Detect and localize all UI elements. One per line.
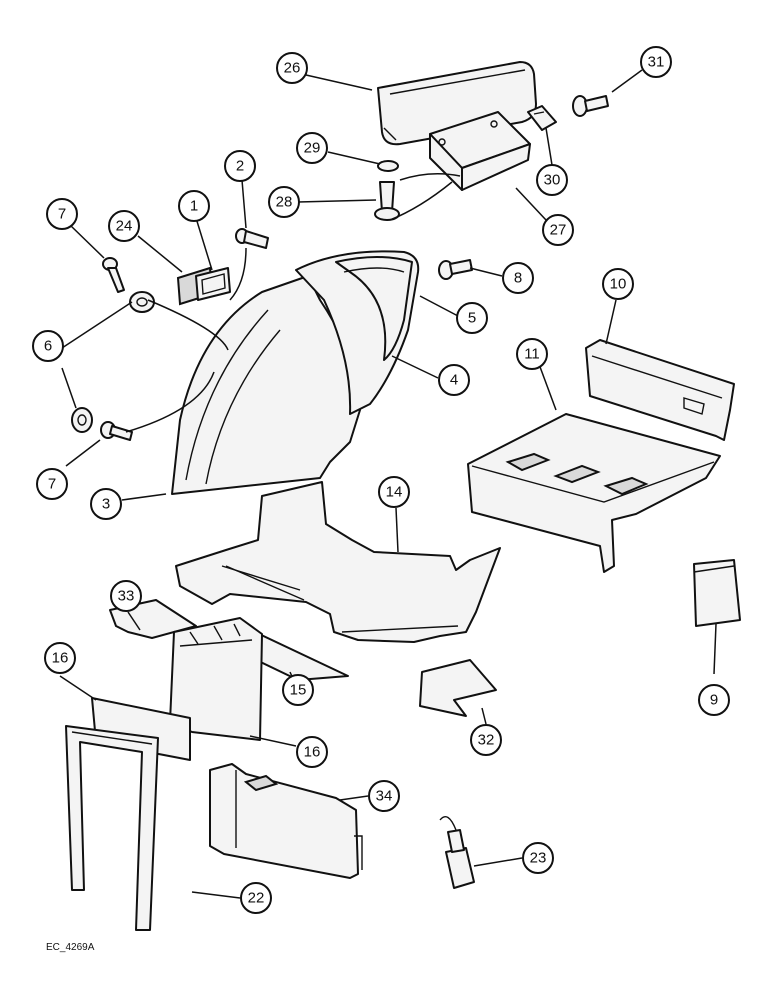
callout-23: 23 bbox=[522, 842, 554, 874]
svg-text:33: 33 bbox=[118, 588, 135, 605]
callout-5: 5 bbox=[456, 302, 488, 334]
svg-text:11: 11 bbox=[524, 346, 540, 363]
callout-7-top: 7 bbox=[46, 198, 78, 230]
svg-text:29: 29 bbox=[304, 140, 321, 157]
svg-text:28: 28 bbox=[276, 194, 293, 211]
part-10-rear-panel bbox=[585, 339, 735, 441]
svg-text:24: 24 bbox=[116, 218, 133, 235]
part-7-screw-bottom bbox=[100, 421, 133, 441]
callout-32: 32 bbox=[470, 724, 502, 756]
callout-29: 29 bbox=[296, 132, 328, 164]
callout-4: 4 bbox=[438, 364, 470, 396]
svg-text:9: 9 bbox=[710, 692, 718, 709]
svg-text:8: 8 bbox=[514, 270, 522, 287]
part-29-washer bbox=[377, 160, 399, 172]
part-30-clip bbox=[527, 105, 557, 131]
svg-text:14: 14 bbox=[386, 484, 403, 501]
part-23-sealant-tube bbox=[439, 816, 475, 889]
reference-code: EC_4269A bbox=[46, 942, 95, 953]
svg-text:32: 32 bbox=[478, 732, 495, 749]
callout-31: 31 bbox=[640, 46, 672, 78]
callout-24: 24 bbox=[108, 210, 140, 242]
part-9-block bbox=[693, 559, 741, 627]
svg-text:26: 26 bbox=[284, 60, 301, 77]
callout-14: 14 bbox=[378, 476, 410, 508]
svg-text:7: 7 bbox=[58, 206, 66, 223]
callout-7-bottom: 7 bbox=[36, 468, 68, 500]
svg-text:31: 31 bbox=[648, 54, 665, 71]
callout-27: 27 bbox=[542, 214, 574, 246]
svg-text:15: 15 bbox=[290, 682, 307, 699]
part-31-screw bbox=[572, 95, 609, 117]
callout-26: 26 bbox=[276, 52, 308, 84]
callout-30: 30 bbox=[536, 164, 568, 196]
part-14-floor-mat bbox=[175, 481, 501, 643]
part-6-washer-bottom bbox=[71, 407, 93, 433]
svg-text:7: 7 bbox=[48, 476, 56, 493]
part-27-bracket bbox=[429, 111, 531, 191]
callout-2: 2 bbox=[224, 150, 256, 182]
svg-text:1: 1 bbox=[190, 198, 198, 215]
callout-22: 22 bbox=[240, 882, 272, 914]
callout-15: 15 bbox=[282, 674, 314, 706]
part-7-screw-top bbox=[102, 257, 125, 293]
callout-1: 1 bbox=[178, 190, 210, 222]
part-28-screw bbox=[374, 181, 400, 221]
callout-10: 10 bbox=[602, 268, 634, 300]
svg-text:16: 16 bbox=[52, 650, 69, 667]
callout-28: 28 bbox=[268, 186, 300, 218]
part-11-floor-tray bbox=[467, 413, 721, 573]
part-2-screw bbox=[235, 228, 269, 249]
callout-8: 8 bbox=[502, 262, 534, 294]
callout-16-right: 16 bbox=[296, 736, 328, 768]
part-1-grommet bbox=[195, 267, 231, 301]
callout-16-left: 16 bbox=[44, 642, 76, 674]
svg-text:3: 3 bbox=[102, 496, 110, 513]
leader-lines bbox=[59, 69, 717, 899]
svg-text:2: 2 bbox=[236, 158, 244, 175]
svg-text:10: 10 bbox=[610, 276, 627, 293]
callout-33: 33 bbox=[110, 580, 142, 612]
part-5-fender-trim bbox=[335, 256, 413, 361]
svg-text:4: 4 bbox=[450, 372, 458, 389]
part-8-screw bbox=[438, 259, 473, 280]
part-22-door-seal bbox=[65, 725, 159, 931]
callout-11: 11 bbox=[516, 338, 548, 370]
part-6-washer-top bbox=[129, 291, 155, 313]
callout-6: 6 bbox=[32, 330, 64, 362]
svg-text:5: 5 bbox=[468, 310, 476, 327]
svg-text:22: 22 bbox=[248, 890, 265, 907]
svg-text:27: 27 bbox=[550, 222, 567, 239]
svg-text:30: 30 bbox=[544, 172, 561, 189]
callout-3: 3 bbox=[90, 488, 122, 520]
svg-text:34: 34 bbox=[376, 788, 393, 805]
svg-text:23: 23 bbox=[530, 850, 547, 867]
svg-text:16: 16 bbox=[304, 744, 321, 761]
svg-text:6: 6 bbox=[44, 338, 52, 355]
callout-9: 9 bbox=[698, 684, 730, 716]
part-32-insulation bbox=[419, 659, 497, 717]
callout-34: 34 bbox=[368, 780, 400, 812]
part-34-housing bbox=[209, 763, 363, 879]
